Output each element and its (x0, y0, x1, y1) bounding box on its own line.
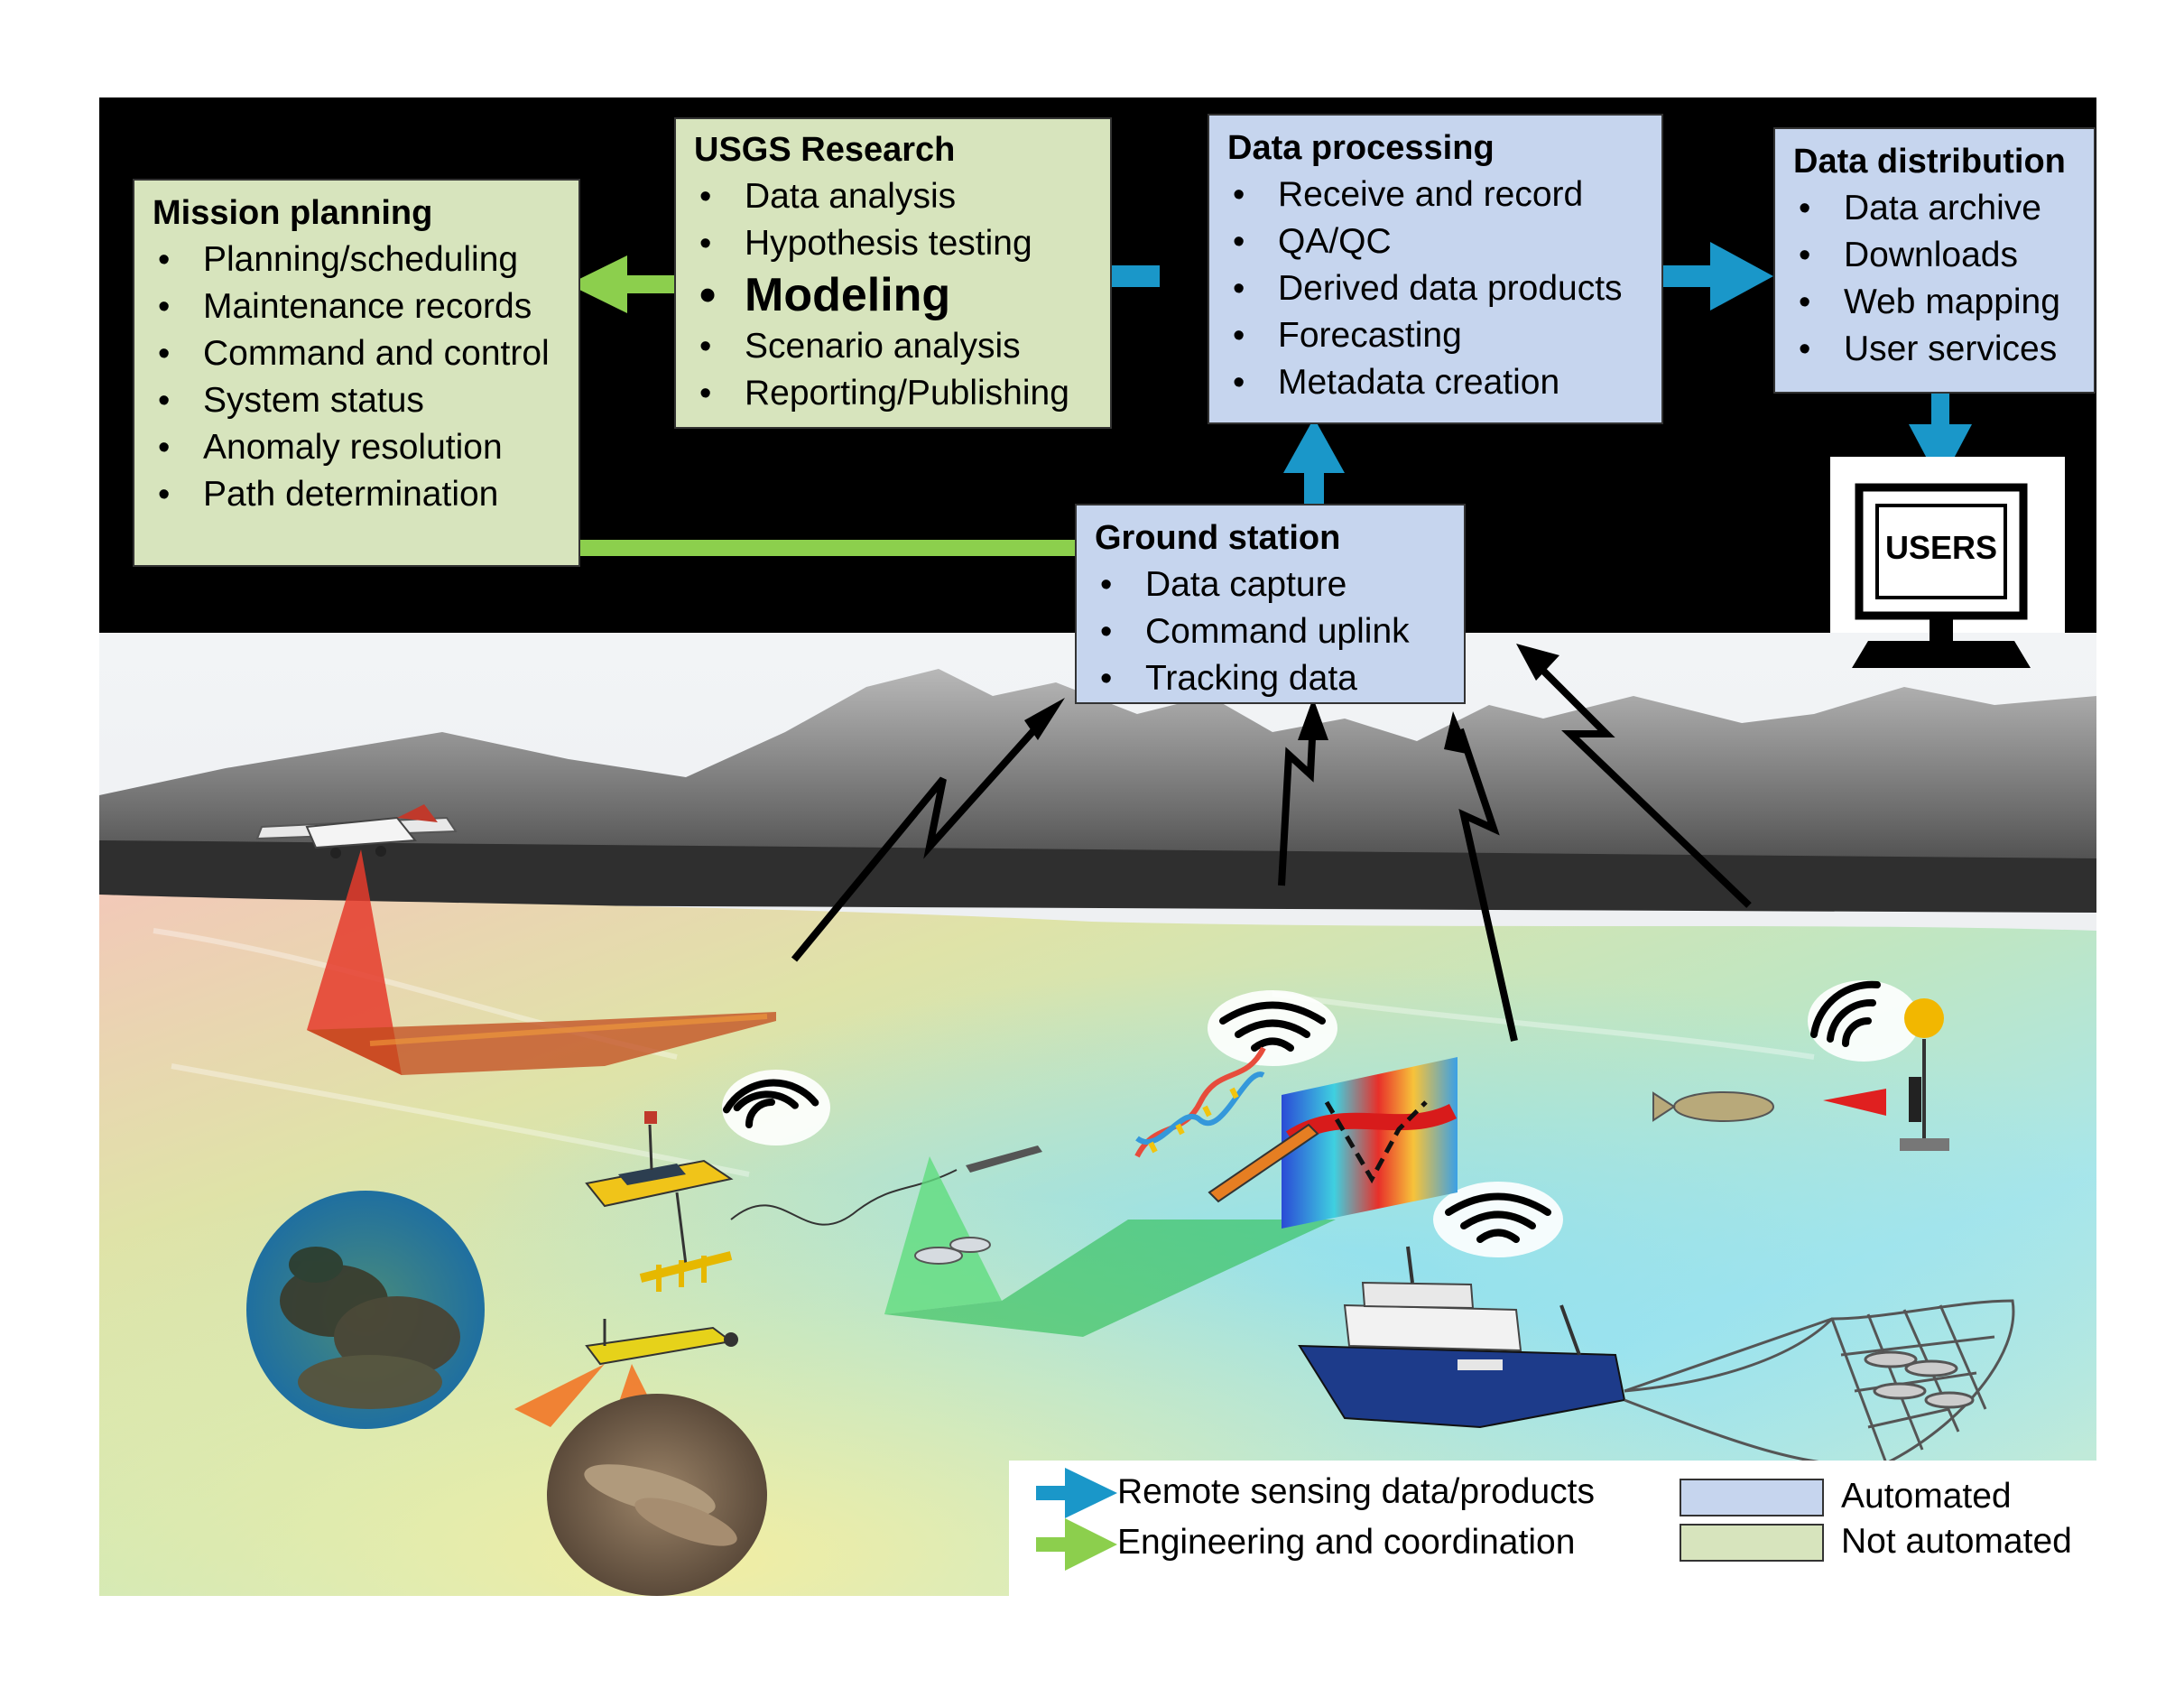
acoustic-beam (884, 1156, 1002, 1314)
remote-sensing-arrow (1283, 418, 1345, 504)
engineering-legend-arrow (1036, 1518, 1117, 1571)
trawl-net-icon (1624, 1299, 2015, 1467)
usgs-research-item: Hypothesis testing (694, 220, 1092, 267)
legend-automated-swatch (1680, 1479, 1824, 1516)
engineering-arrow (569, 255, 681, 313)
users-label: USERS (1884, 529, 1998, 566)
underwater-glider-icon (1208, 1123, 1319, 1203)
usgs-research-item: Reporting/Publishing (694, 370, 1092, 417)
data-processing-title: Data processing (1227, 129, 1495, 167)
ground-station-title: Ground station (1095, 519, 1341, 557)
acoustic-receiver-beam (1823, 1089, 1886, 1116)
mission-planning-item: Command and control (153, 330, 560, 377)
data-processing-item: Receive and record (1227, 172, 1643, 218)
diagram-frame: Mission planning Planning/scheduling Mai… (99, 97, 2096, 1596)
telemetry-arrowhead (1298, 698, 1328, 740)
wireless-signal-icon (1433, 1182, 1563, 1257)
telemetry-arrow (1278, 719, 1317, 886)
wireless-signal-icon (1208, 990, 1337, 1066)
mission-planning-item: Path determination (153, 471, 560, 518)
usgs-research-item: Modeling (694, 267, 1092, 323)
ground-station-item: Data capture (1095, 561, 1446, 608)
telemetry-arrowhead (1516, 644, 1559, 681)
data-distribution-title: Data distribution (1793, 143, 2066, 181)
remote-sensing-arrow (1909, 394, 1972, 484)
legend-not-automated-swatch (1680, 1524, 1824, 1562)
airplane-icon (255, 804, 458, 858)
usgs-research-title: USGS Research (694, 131, 956, 169)
usgs-research-item: Scenario analysis (694, 323, 1092, 370)
autonomous-surface-vehicle-icon (585, 1111, 1042, 1292)
data-processing-box: Data processing Receive and record QA/QC… (1208, 114, 1663, 424)
legend: Remote sensing data/products Engineering… (1009, 1461, 2096, 1596)
fish-icon (1652, 1091, 1774, 1122)
wireless-signal-icon (722, 1070, 830, 1145)
data-processing-item: Metadata creation (1227, 359, 1643, 406)
dna-icon (1134, 1046, 1266, 1158)
lidar-swath (307, 1012, 776, 1075)
ground-station-item: Tracking data (1095, 655, 1446, 702)
remote-sensing-legend-arrow (1036, 1468, 1117, 1518)
lidar-beam (307, 849, 402, 1075)
legend-not-automated-label: Not automated (1841, 1522, 2072, 1561)
mission-planning-item: Planning/scheduling (153, 237, 560, 283)
data-distribution-item: Data archive (1793, 185, 2076, 232)
auv-icon (585, 1319, 738, 1366)
research-vessel-icon (1298, 1246, 1626, 1429)
telemetry-arrowhead (1024, 698, 1065, 740)
data-distribution-item: Downloads (1793, 232, 2076, 279)
usgs-research-item: Data analysis (694, 173, 1092, 220)
mission-planning-item: System status (153, 377, 560, 424)
mission-planning-item: Anomaly resolution (153, 424, 560, 471)
telemetry-arrowhead (1444, 711, 1471, 755)
telemetry-arrow (1527, 654, 1752, 908)
sonar-cone (514, 1364, 605, 1427)
wireless-signal-icon (1808, 980, 1920, 1062)
legend-arrows (1036, 1468, 1117, 1571)
buoy-icon (1900, 998, 1949, 1151)
usgs-research-box: USGS Research Data analysis Hypothesis t… (674, 117, 1112, 429)
legend-engineering-label: Engineering and coordination (1117, 1523, 1576, 1562)
engineering-arrow (580, 515, 1142, 581)
data-processing-item: Derived data products (1227, 265, 1643, 312)
telemetry-arrow (791, 713, 1050, 962)
ground-station-box: Ground station Data capture Command upli… (1075, 504, 1466, 704)
data-processing-item: QA/QC (1227, 218, 1643, 265)
ground-station-item: Command uplink (1095, 608, 1446, 655)
mission-planning-title: Mission planning (153, 194, 433, 232)
mission-planning-item: Maintenance records (153, 283, 560, 330)
legend-automated-label: Automated (1841, 1477, 2012, 1516)
legend-remote-sensing-label: Remote sensing data/products (1117, 1472, 1595, 1511)
mission-planning-box: Mission planning Planning/scheduling Mai… (133, 179, 580, 567)
fish-icon (914, 1237, 991, 1265)
acoustic-swath (884, 1220, 1336, 1337)
data-processing-item: Forecasting (1227, 312, 1643, 359)
telemetry-arrow (1457, 728, 1518, 1042)
data-distribution-box: Data distribution Data archive Downloads… (1773, 127, 2096, 394)
remote-sensing-arrow (1663, 242, 1773, 311)
data-distribution-item: User services (1793, 326, 2076, 373)
data-distribution-item: Web mapping (1793, 279, 2076, 326)
